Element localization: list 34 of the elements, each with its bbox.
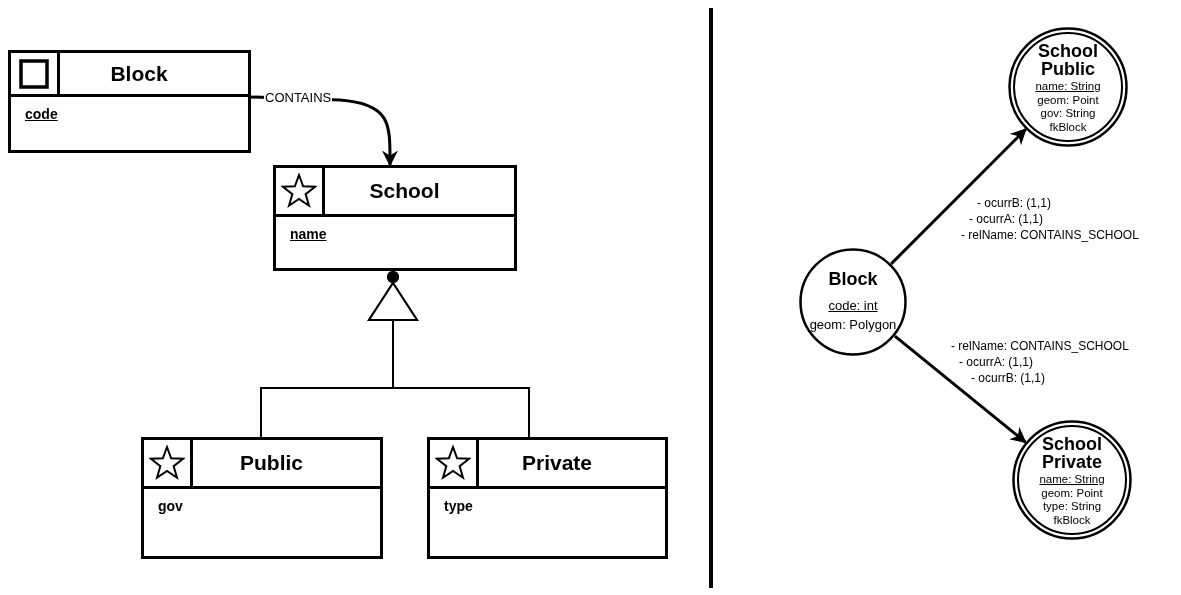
generalization-arrow	[368, 270, 530, 438]
edge-label: - relName: CONTAINS_SCHOOL	[960, 227, 1140, 243]
attribute-label: geom: Point	[1037, 93, 1099, 107]
class-box	[427, 437, 668, 559]
edge-label: - ocurrB: (1,1)	[970, 370, 1046, 386]
edge-label: - relName: CONTAINS_SCHOOL	[950, 338, 1130, 354]
attribute-label: type: String	[1042, 500, 1102, 514]
attribute-label: type	[444, 498, 474, 514]
class-name: Public	[240, 451, 303, 475]
attribute-label: gov: String	[1040, 107, 1096, 121]
class-name: School	[369, 179, 440, 203]
edge-label: - ocurrA: (1,1)	[958, 354, 1034, 370]
edge-label: - ocurrA: (1,1)	[968, 211, 1044, 227]
attribute-label: fkBlock	[1053, 513, 1091, 527]
attribute-label: name: String	[1039, 473, 1105, 487]
class-name: Block	[110, 61, 168, 86]
attribute-label: geom: Point	[1041, 486, 1103, 500]
arrow	[893, 334, 1027, 444]
class-name: Private	[521, 451, 592, 475]
entity-name: School Public	[1037, 42, 1099, 78]
attribute-label: name: String	[1035, 80, 1101, 94]
entity-name: School Private	[1040, 435, 1103, 471]
attribute-label: gov	[158, 498, 184, 514]
attribute-label: fkBlock	[1049, 120, 1087, 134]
class-box	[273, 165, 517, 271]
arrow	[890, 128, 1027, 265]
class-box	[141, 437, 383, 559]
class-box	[8, 50, 251, 153]
attribute-label: code: int	[828, 297, 878, 315]
edge-label: - ocurrB: (1,1)	[976, 195, 1052, 211]
attribute-label: geom: Polygon	[809, 316, 897, 334]
attribute-label: code	[25, 106, 59, 122]
attribute-label: name	[290, 226, 328, 242]
entity-name: Block	[827, 270, 879, 288]
